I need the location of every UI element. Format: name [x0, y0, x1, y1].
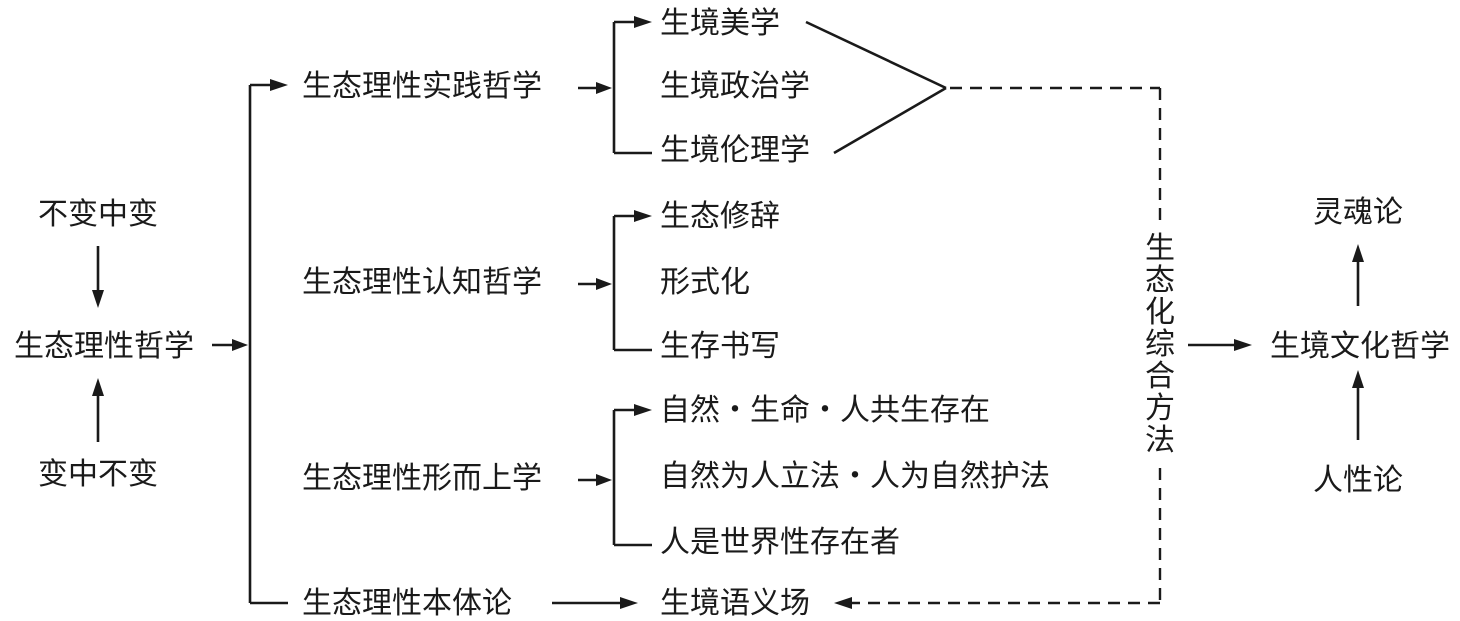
cognition-connector	[578, 210, 652, 352]
branch-practice-philosophy: 生态理性实践哲学	[302, 69, 542, 104]
practice-connector	[578, 16, 652, 155]
arrow-up-to-culture	[1352, 370, 1364, 440]
center-left-label: 生态理性哲学	[14, 329, 194, 364]
leaf-metaphysics-1: 自然・生命・人共生存在	[660, 393, 990, 428]
arrow-method-to-culture	[1188, 339, 1252, 351]
center-right-label: 生境文化哲学	[1270, 329, 1450, 364]
method-char-6: 方	[1145, 391, 1175, 426]
leaf-cognition-1: 生态修辞	[660, 199, 780, 234]
leaf-practice-3: 生境伦理学	[660, 133, 810, 168]
practice-convergence	[805, 20, 947, 155]
main-bracket	[248, 79, 288, 605]
leaf-practice-2: 生境政治学	[660, 69, 810, 104]
branch-metaphysics: 生态理性形而上学	[302, 461, 542, 496]
arrow-to-main-bracket	[212, 339, 248, 351]
method-vertical-label: 生 态 化 综 合 方 法	[1145, 231, 1175, 458]
branch-cognitive-philosophy: 生态理性认知哲学	[302, 265, 542, 300]
method-char-5: 合	[1145, 359, 1175, 394]
method-char-3: 化	[1145, 295, 1175, 330]
arrow-up-to-center	[92, 378, 104, 442]
method-char-4: 综	[1145, 327, 1175, 362]
arrow-up-to-soul-theory	[1352, 244, 1364, 306]
method-char-7: 法	[1145, 423, 1175, 458]
method-dashed-connector	[834, 86, 1162, 609]
top-left-label: 不变中变	[38, 197, 158, 232]
branch-ontology: 生态理性本体论	[302, 586, 512, 621]
leaf-metaphysics-2: 自然为人立法・人为自然护法	[660, 459, 1050, 494]
leaf-cognition-2: 形式化	[660, 265, 750, 300]
arrow-ontology-to-semantic-field	[552, 597, 638, 609]
leaf-ontology: 生境语义场	[660, 586, 810, 621]
method-char-1: 生	[1145, 231, 1175, 266]
leaf-cognition-3: 生存书写	[660, 329, 780, 364]
bottom-right-label: 人性论	[1313, 463, 1403, 498]
bottom-left-label: 变中不变	[38, 457, 158, 492]
metaphysics-connector	[578, 404, 652, 547]
leaf-metaphysics-3: 人是世界性存在者	[660, 525, 900, 560]
leaf-practice-1: 生境美学	[660, 6, 780, 41]
method-char-2: 态	[1145, 263, 1175, 298]
top-right-label: 灵魂论	[1313, 195, 1403, 230]
arrow-down-to-center	[92, 246, 104, 308]
